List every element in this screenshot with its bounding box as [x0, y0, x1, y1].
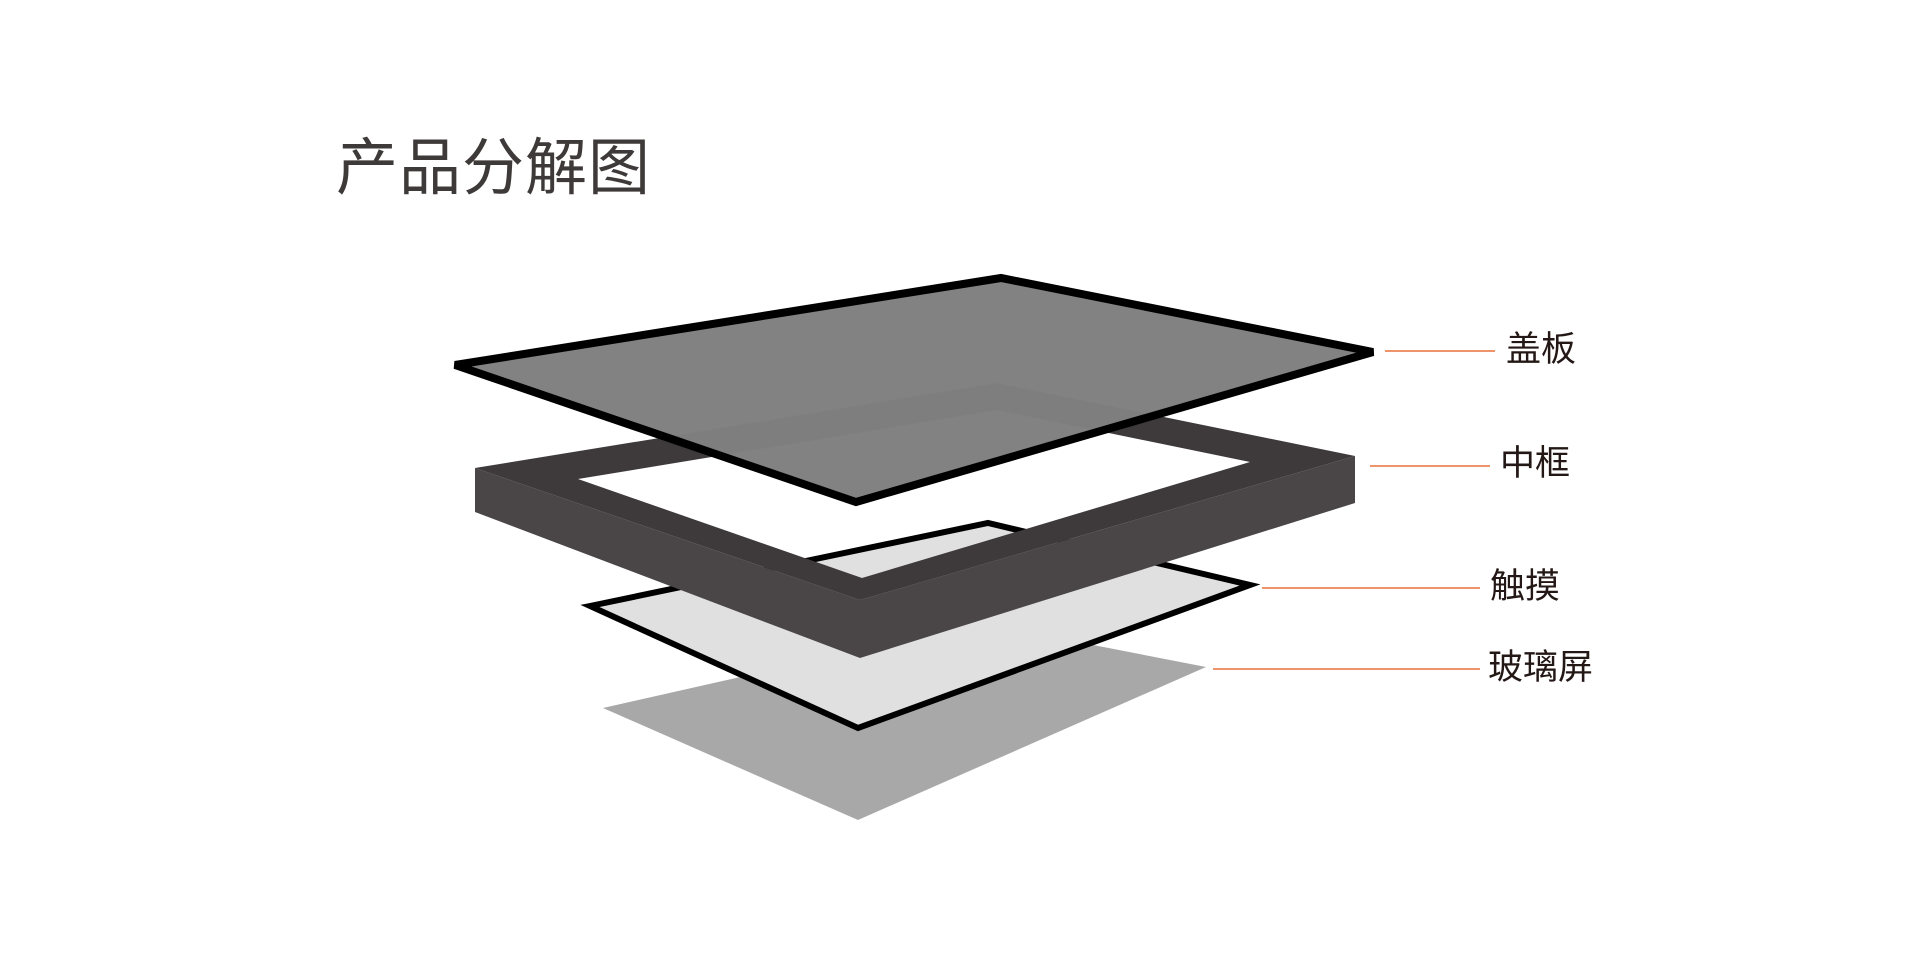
- frame-left-side: [475, 468, 860, 658]
- cover-plate-layer: [453, 273, 1375, 507]
- cover-label: 盖板: [1506, 330, 1577, 370]
- frame-right-side: [860, 456, 1355, 658]
- touch-label: 触摸: [1490, 567, 1561, 607]
- glass-screen-layer: [603, 623, 1206, 820]
- frame-label: 中框: [1500, 444, 1571, 484]
- page-title: 产品分解图: [336, 131, 652, 204]
- glass-label: 玻璃屏: [1488, 648, 1594, 688]
